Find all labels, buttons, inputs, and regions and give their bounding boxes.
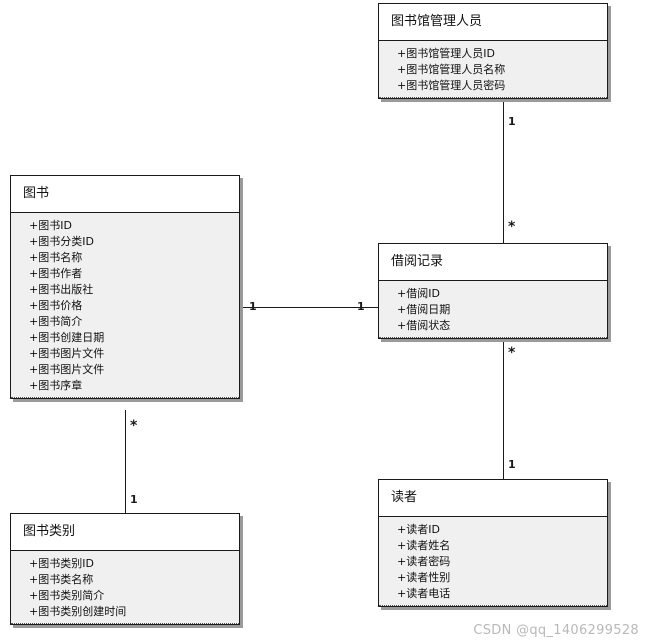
class-attribute: +图书类别ID <box>29 557 94 571</box>
class-box-book[interactable]: 图书 +图书ID +图书分类ID +图书名称 +图书作者 +图书出版社 +图书价… <box>10 175 240 400</box>
multiplicity-book-category-from: * <box>130 418 138 434</box>
class-attribute: +图书馆管理人员密码 <box>397 79 506 93</box>
class-attribute: +图书名称 <box>29 251 83 265</box>
class-box-borrow-record[interactable]: 借阅记录 +借阅ID +借阅日期 +借阅状态 <box>378 243 608 340</box>
class-name-borrow-record: 借阅记录 <box>379 244 607 282</box>
class-box-book-category[interactable]: 图书类别 +图书类别ID +图书类名称 +图书类别简介 +图书类别创建时间 <box>10 513 240 626</box>
class-attribute: +图书图片文件 <box>29 363 105 377</box>
multiplicity-librarian-borrow-to: * <box>508 219 516 235</box>
class-name-book: 图书 <box>11 176 239 214</box>
class-attribute: +图书类名称 <box>29 573 94 587</box>
class-attributes-book-category: +图书类别ID +图书类名称 +图书类别简介 +图书类别创建时间 <box>11 551 239 625</box>
class-attribute: +借阅ID <box>397 287 440 301</box>
class-attribute: +图书类别简介 <box>29 589 105 603</box>
class-attribute: +读者ID <box>397 523 440 537</box>
class-attribute: +图书类别创建时间 <box>29 605 127 619</box>
class-name-librarian: 图书馆管理人员 <box>379 4 607 42</box>
class-attribute: +图书出版社 <box>29 283 94 297</box>
class-attribute: +图书创建日期 <box>29 331 105 345</box>
class-attribute: +借阅日期 <box>397 303 451 317</box>
class-attribute: +图书图片文件 <box>29 347 105 361</box>
class-attribute: +图书馆管理人员名称 <box>397 63 506 77</box>
class-attribute: +图书馆管理人员ID <box>397 47 495 61</box>
class-attribute: +读者电话 <box>397 587 451 601</box>
class-attributes-book: +图书ID +图书分类ID +图书名称 +图书作者 +图书出版社 +图书价格 +… <box>11 213 239 399</box>
csdn-watermark: CSDN @qq_1406299528 <box>473 623 639 638</box>
class-name-reader: 读者 <box>379 480 607 518</box>
class-box-librarian[interactable]: 图书馆管理人员 +图书馆管理人员ID +图书馆管理人员名称 +图书馆管理人员密码 <box>378 3 608 100</box>
class-attribute: +读者姓名 <box>397 539 451 553</box>
class-attributes-librarian: +图书馆管理人员ID +图书馆管理人员名称 +图书馆管理人员密码 <box>379 41 607 99</box>
association-line-book-borrow <box>240 307 378 308</box>
class-attribute: +图书简介 <box>29 315 83 329</box>
multiplicity-borrow-reader-from: * <box>508 345 516 361</box>
class-attribute: +图书作者 <box>29 267 83 281</box>
class-attribute: +读者密码 <box>397 555 451 569</box>
multiplicity-book-borrow-to: 1 <box>357 300 365 313</box>
class-name-book-category: 图书类别 <box>11 514 239 552</box>
class-attribute: +图书ID <box>29 219 72 233</box>
class-attributes-reader: +读者ID +读者姓名 +读者密码 +读者性别 +读者电话 <box>379 517 607 607</box>
class-attribute: +图书分类ID <box>29 235 94 249</box>
association-line-librarian-borrow <box>503 102 504 243</box>
association-line-book-category <box>125 410 126 513</box>
class-attribute: +借阅状态 <box>397 319 451 333</box>
multiplicity-book-category-to: 1 <box>130 493 138 506</box>
association-line-borrow-reader <box>503 338 504 479</box>
multiplicity-librarian-borrow-from: 1 <box>508 115 516 128</box>
class-attribute: +读者性别 <box>397 571 451 585</box>
class-attributes-borrow-record: +借阅ID +借阅日期 +借阅状态 <box>379 281 607 339</box>
class-attribute: +图书价格 <box>29 299 83 313</box>
class-box-reader[interactable]: 读者 +读者ID +读者姓名 +读者密码 +读者性别 +读者电话 <box>378 479 608 608</box>
multiplicity-book-borrow-from: 1 <box>249 300 257 313</box>
multiplicity-borrow-reader-to: 1 <box>508 458 516 471</box>
class-attribute: +图书序章 <box>29 379 83 393</box>
